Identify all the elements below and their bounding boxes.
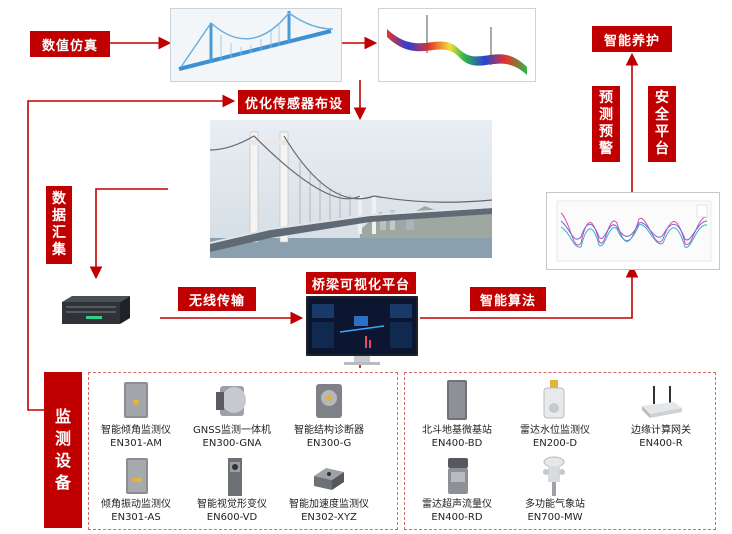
device-name: 倾角振动监测仪	[101, 499, 171, 510]
structure-diagnoser-icon	[314, 382, 344, 420]
tilt-sensor-icon	[120, 380, 152, 420]
beidou-station-icon	[444, 378, 470, 422]
device-name: 边缘计算网关	[631, 425, 691, 436]
device-name: 雷达水位监测仪	[520, 425, 590, 436]
device-code: EN301-AM	[110, 438, 162, 449]
bridge-photo	[210, 120, 492, 258]
vision-deformation-icon	[224, 456, 246, 498]
radar-level-icon	[540, 378, 568, 422]
wireless-transmission-label: 无线传输	[178, 287, 256, 311]
arrow-feedback-loop	[27, 94, 236, 411]
early-warning-label: 预 测 预 警	[592, 86, 620, 162]
device-code: EN301-AS	[111, 512, 161, 523]
weather-station-icon	[540, 454, 568, 498]
bridge-model-image	[170, 8, 342, 82]
device-name: 雷达超声流量仪	[422, 499, 492, 510]
device-name: 智能倾角监测仪	[101, 425, 171, 436]
fea-deformation-image	[378, 8, 536, 82]
device-name: 智能结构诊断器	[294, 425, 364, 436]
safety-platform-label: 安 全 平 台	[648, 86, 676, 162]
device-name: GNSS监测一体机	[193, 425, 271, 436]
device-code: EN302-XYZ	[301, 512, 357, 523]
arrow-platform-to-chart	[420, 264, 639, 319]
device-code: EN300-G	[306, 438, 352, 449]
smart-algorithm-label: 智能算法	[470, 287, 546, 311]
device-name: 北斗地基微基站	[422, 425, 492, 436]
optimize-sensor-layout-label: 优化传感器布设	[238, 90, 350, 114]
edge-gateway-icon	[640, 384, 684, 420]
device-code: EN700-MW	[527, 512, 583, 523]
smart-maintenance-label: 智能养护	[592, 26, 672, 52]
device-code: EN300-GNA	[202, 438, 262, 449]
devices-group-left	[88, 372, 398, 530]
monitoring-equipment-label: 监 测 设 备	[44, 372, 82, 528]
vibration-sensor-icon	[122, 456, 152, 496]
server-icon	[58, 294, 132, 326]
device-code: EN600-VD	[206, 512, 258, 523]
gnss-antenna-icon	[216, 382, 250, 420]
device-name: 智能视觉形变仪	[197, 499, 267, 510]
device-name: 多功能气象站	[525, 499, 585, 510]
analysis-chart-image	[546, 192, 720, 270]
device-code: EN400-RD	[431, 512, 483, 523]
arrow-photo-to-server	[89, 188, 168, 280]
bridge-visualization-platform-label: 桥梁可视化平台	[306, 272, 416, 294]
monitor-platform-screen	[306, 296, 418, 368]
radar-flow-icon	[446, 456, 470, 496]
devices-group-right	[404, 372, 716, 530]
device-code: EN200-D	[532, 438, 578, 449]
device-code: EN400-R	[639, 438, 683, 449]
device-name: 智能加速度监测仪	[289, 499, 369, 510]
device-code: EN400-BD	[431, 438, 483, 449]
data-collection-label: 数 据 汇 集	[46, 186, 72, 264]
numerical-simulation-label: 数值仿真	[30, 31, 110, 57]
accelerometer-icon	[312, 462, 346, 492]
